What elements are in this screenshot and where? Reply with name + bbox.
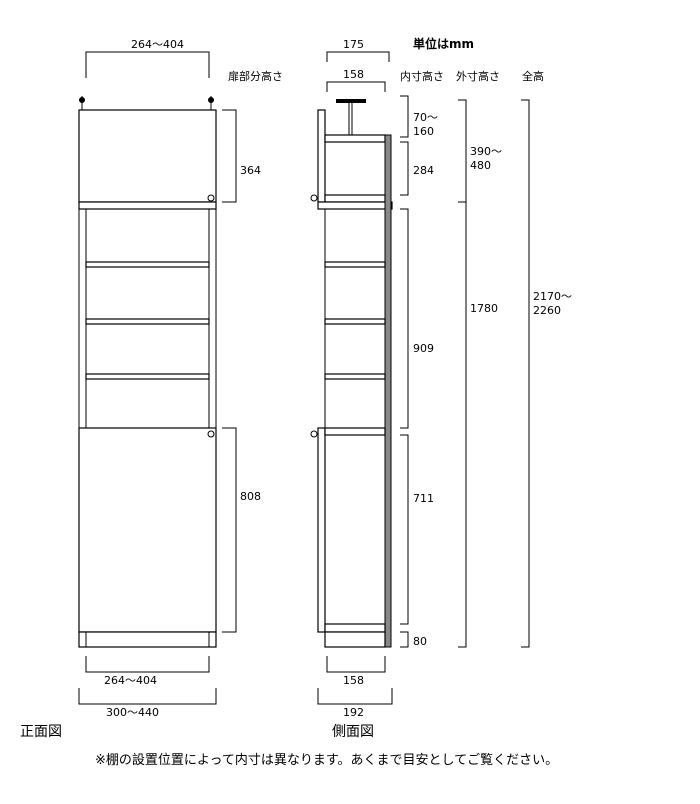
side-lower-door: [317, 427, 326, 633]
front-separator-board: [78, 201, 217, 210]
total-height-bracket: [521, 99, 530, 648]
plinth-bracket: [400, 631, 409, 648]
side-ceiling-adjuster-icon: [336, 99, 366, 135]
front-view-caption: 正面図: [20, 724, 62, 740]
inner-upper-bracket: [400, 141, 409, 196]
total-height-label-2: 2260: [533, 304, 561, 317]
door-top-height-bracket: [222, 109, 237, 203]
outer-upper-bracket: [458, 99, 467, 203]
side-shelf: [324, 261, 386, 268]
front-shelf: [85, 373, 210, 380]
front-top-width-label: 264〜404: [131, 38, 184, 51]
side-bottom-board: [324, 623, 386, 633]
outer-upper-label-2: 480: [470, 159, 491, 172]
inner-top-label-2: 160: [413, 125, 434, 138]
side-view-caption: 側面図: [332, 724, 374, 740]
side-inner-depth-top-bracket: [326, 81, 386, 92]
front-outer-width-bracket: [78, 688, 217, 705]
outer-lower-label: 1780: [470, 302, 498, 315]
outer-upper-label-1: 390〜: [470, 145, 502, 158]
front-shelf: [85, 261, 210, 268]
unit-label: 単位はmm: [413, 36, 474, 51]
inner-middle-bracket: [400, 208, 409, 429]
inner-lower-label: 711: [413, 492, 434, 505]
side-upper-door: [317, 109, 326, 203]
inner-middle-label: 909: [413, 342, 434, 355]
side-back-panel: [384, 134, 392, 648]
front-inner-width-bracket: [85, 656, 210, 673]
side-hinge-icon: [310, 430, 318, 438]
footnote: ※棚の設置位置によって内寸は異なります。あくまで目安としてご覧ください。: [95, 752, 558, 768]
ceiling-adjuster-icon: [79, 96, 214, 110]
side-inner-depth-top-label: 158: [343, 68, 364, 81]
side-plinth: [324, 631, 386, 648]
side-hinge-icon: [310, 194, 318, 202]
inner-top-label-1: 70〜: [413, 111, 438, 124]
side-shelf: [324, 373, 386, 380]
inner-top-bracket: [400, 95, 409, 138]
header-inner-height: 内寸高さ: [400, 69, 444, 83]
header-door-height: 扉部分高さ: [228, 69, 283, 83]
side-view: 175 158 70〜: [310, 38, 438, 740]
header-total-height: 全高: [522, 69, 544, 83]
side-top-board: [324, 134, 386, 143]
side-lower-top-board: [324, 427, 386, 436]
front-plinth: [78, 631, 217, 648]
lower-door: [78, 427, 217, 633]
side-upper-shelf: [324, 194, 386, 203]
inner-lower-bracket: [400, 434, 409, 625]
door-bottom-height-label: 808: [240, 490, 261, 503]
door-hinge-icon: [207, 430, 215, 438]
door-top-height-label: 364: [240, 164, 261, 177]
side-top-depth-label: 175: [343, 38, 364, 51]
side-separator-board: [317, 201, 393, 210]
front-shelf: [85, 318, 210, 325]
total-height-label-1: 2170〜: [533, 290, 572, 303]
side-inner-depth-bottom-bracket: [326, 656, 386, 673]
header-outer-height: 外寸高さ: [456, 69, 500, 83]
side-inner-depth-bottom-label: 158: [343, 674, 364, 687]
side-shelf: [324, 318, 386, 325]
side-top-depth-bracket: [326, 51, 390, 62]
total-height-dimension: 2170〜 2260: [521, 99, 572, 648]
side-outer-depth-bracket: [317, 688, 393, 705]
door-bottom-height-bracket: [222, 427, 237, 633]
front-view: 264〜404 364 808: [20, 38, 261, 740]
door-hinge-icon: [207, 194, 215, 202]
upper-door: [78, 109, 217, 203]
front-top-width-bracket: [85, 51, 210, 78]
outer-height-dimensions: 390〜 480 1780: [458, 99, 502, 648]
plinth-label: 80: [413, 635, 427, 648]
front-outer-width-label: 300〜440: [106, 706, 159, 719]
outer-lower-bracket: [458, 201, 467, 648]
side-outer-depth-label: 192: [343, 706, 364, 719]
front-inner-width-label: 264〜404: [104, 674, 157, 687]
inner-upper-label: 284: [413, 164, 434, 177]
